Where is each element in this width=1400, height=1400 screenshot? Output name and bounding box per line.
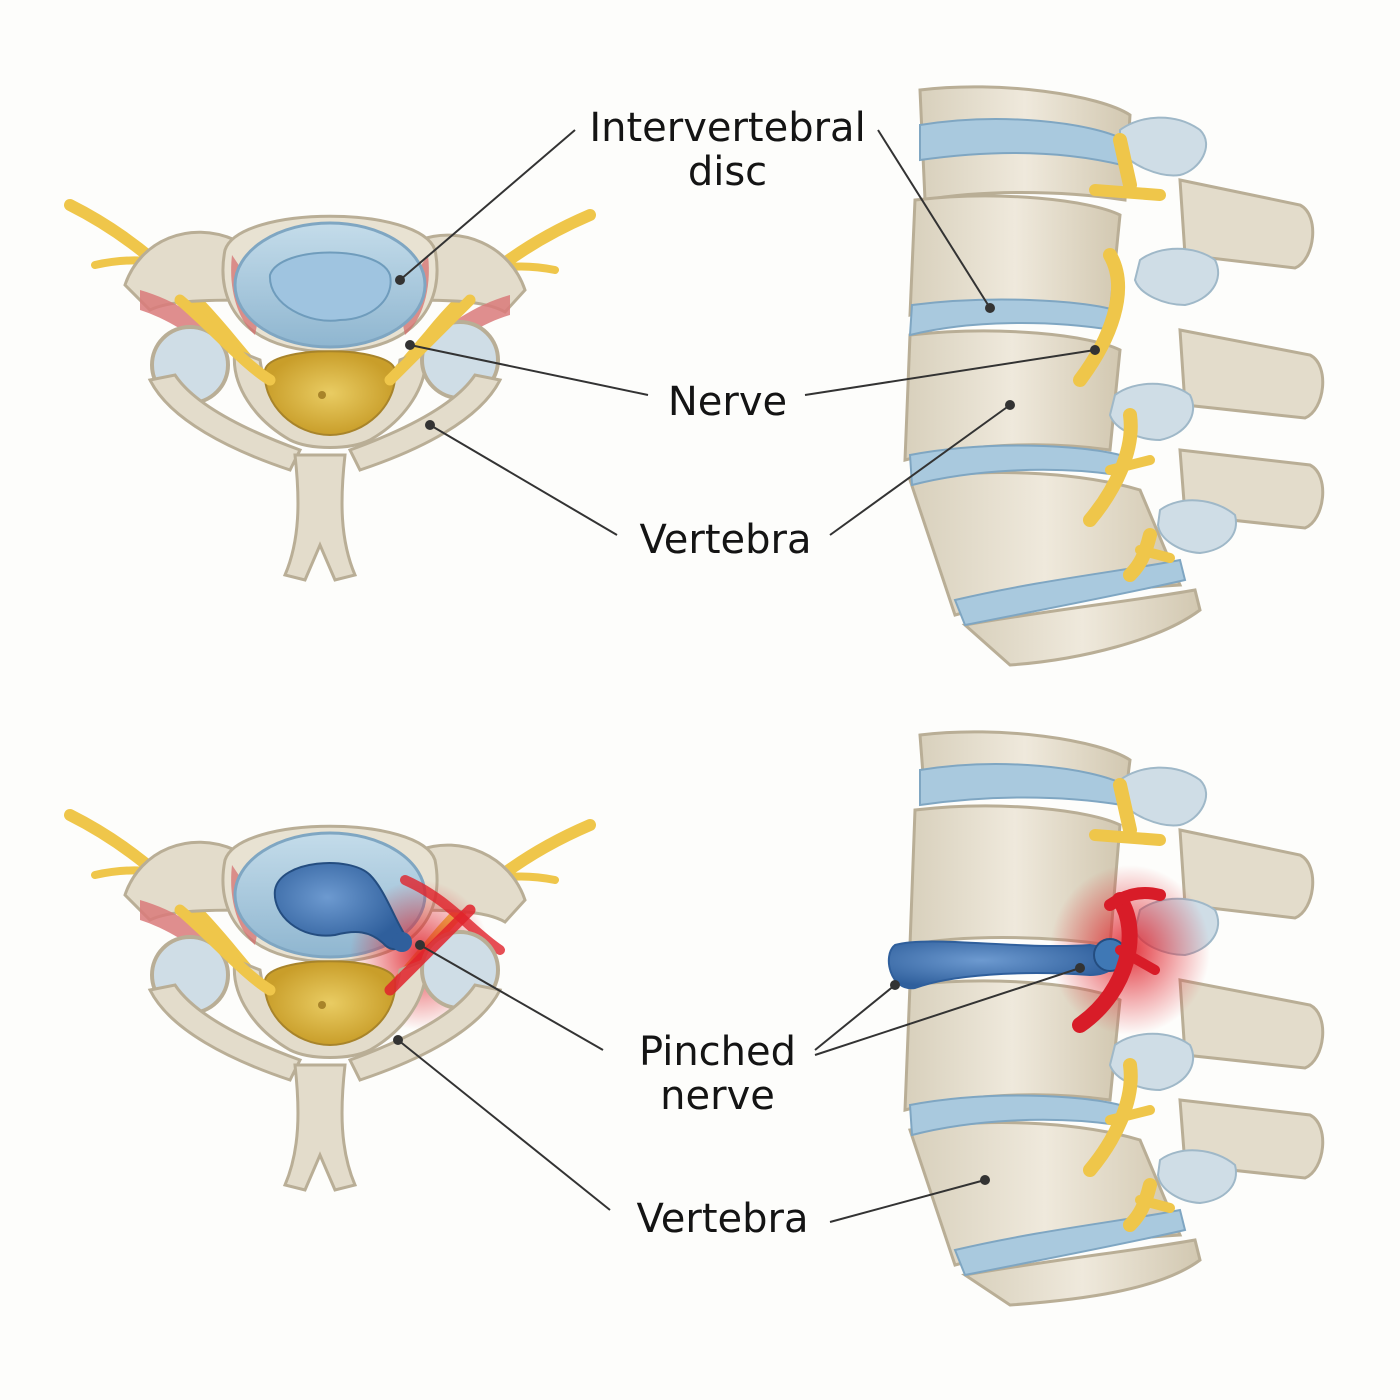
lateral-nerve-roots-healthy <box>1073 133 1175 582</box>
leader-disc-right <box>877 129 991 309</box>
leader-pinched-left <box>419 944 604 1051</box>
label-intervertebral-disc: Intervertebral disc <box>585 106 870 194</box>
label-vertebra-bottom: Vertebra <box>636 1196 809 1242</box>
leader-pinched-right-1 <box>814 984 896 1051</box>
leader-vertebra1-left <box>429 424 618 536</box>
pinched-nerve-root <box>1072 887 1166 1033</box>
leader-nerve-left <box>409 344 649 396</box>
spinal-cord <box>263 350 397 437</box>
axial-vertebra-herniated <box>64 809 596 1192</box>
leader-vertebra2-left <box>397 1039 611 1211</box>
label-intervertebral-disc-line1: Intervertebral <box>589 105 866 151</box>
label-nerve: Nerve <box>667 379 788 425</box>
label-pinched-nerve-line2: nerve <box>660 1073 775 1119</box>
leader-pinched-right-2 <box>814 967 1081 1056</box>
disc-nucleus-healthy <box>268 251 392 322</box>
herniated-disc-lateral <box>887 940 1122 990</box>
leader-vertebra1-right <box>829 404 1011 536</box>
spinous-process <box>282 453 358 582</box>
lateral-spine-healthy <box>903 85 1325 667</box>
label-pinched-nerve: Pinched nerve <box>625 1030 810 1118</box>
label-pinched-nerve-line1: Pinched <box>638 1029 797 1075</box>
lateral-spine-herniated <box>887 730 1325 1307</box>
label-vertebra-top: Vertebra <box>639 517 812 563</box>
leader-disc-left <box>399 129 576 281</box>
axial-vertebra-healthy <box>64 199 596 582</box>
label-intervertebral-disc-line2: disc <box>687 149 768 195</box>
leader-lines <box>397 129 1096 1223</box>
vertebral-body-1 <box>908 194 1122 317</box>
leader-nerve-right <box>804 349 1096 396</box>
leader-vertebra2-right <box>829 1179 986 1223</box>
